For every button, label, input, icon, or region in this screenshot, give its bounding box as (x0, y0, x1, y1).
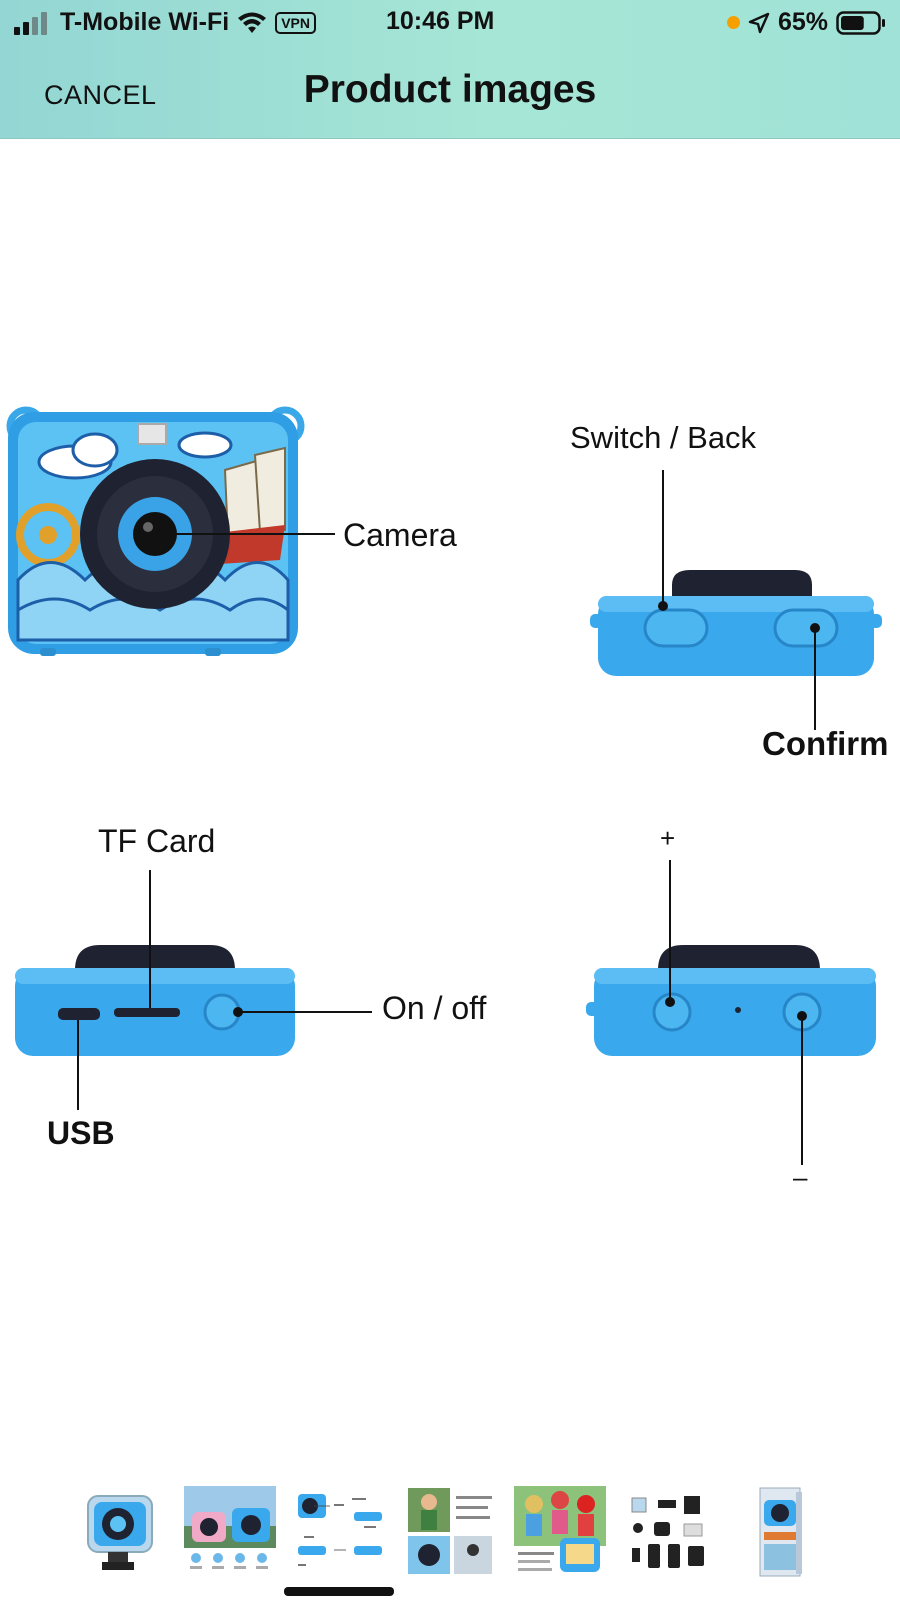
thumbnail-6-image (624, 1486, 716, 1578)
thumbnail-5[interactable] (514, 1486, 606, 1578)
minus-leader-dot (797, 1011, 807, 1021)
camera-front-illustration (6, 406, 305, 656)
thumbnail-2-image (184, 1486, 276, 1578)
on-off-leader-dot (233, 1007, 243, 1017)
camera-top-view-illustration (590, 570, 882, 676)
product-diagram (6, 406, 882, 1165)
nav-bar: CANCEL Product images (0, 60, 900, 130)
thumbnail-4-image (404, 1486, 496, 1578)
thumbnail-7-image (734, 1486, 826, 1578)
wifi-icon (238, 12, 267, 33)
thumbnail-6[interactable] (624, 1486, 716, 1578)
vpn-badge: VPN (275, 11, 316, 34)
thumbnail-1[interactable] (74, 1486, 166, 1578)
signal-icon (14, 11, 47, 35)
minus-label: – (793, 1162, 808, 1192)
tf-card-label: TF Card (98, 823, 216, 859)
confirm-label: Confirm (762, 725, 889, 762)
usb-label: USB (47, 1115, 115, 1151)
thumbnail-5-image (514, 1486, 606, 1578)
camera-side-view-right-illustration (586, 945, 876, 1056)
battery-icon (836, 10, 885, 35)
on-off-label: On / off (382, 990, 487, 1026)
camera-side-view-left-illustration (15, 945, 295, 1056)
header: T-Mobile Wi-Fi VPN 10:46 PM 65% CANCEL P… (0, 0, 900, 139)
page-title: Product images (303, 68, 597, 111)
thumbnail-3-selected[interactable] (294, 1486, 386, 1578)
location-icon (748, 12, 770, 33)
thumbnail-strip (0, 1480, 900, 1600)
plus-leader-dot (665, 997, 675, 1007)
privacy-indicator-dot (726, 16, 740, 29)
status-left: T-Mobile Wi-Fi VPN (14, 8, 316, 37)
thumbnail-1-image (74, 1486, 166, 1578)
product-image-viewer[interactable]: Camera Switch / Back Confirm TF Card On … (0, 140, 900, 1470)
status-bar: T-Mobile Wi-Fi VPN 10:46 PM 65% (0, 0, 900, 44)
camera-label: Camera (343, 517, 457, 553)
status-right: 65% (726, 8, 886, 37)
status-time: 10:46 PM (386, 7, 495, 35)
battery-percent: 65% (777, 8, 828, 36)
thumbnail-7[interactable] (734, 1486, 826, 1578)
home-indicator (284, 1587, 394, 1596)
switch-back-leader-dot (658, 601, 668, 611)
carrier-name: T-Mobile Wi-Fi (60, 8, 230, 36)
confirm-leader-dot (810, 623, 820, 633)
plus-label: + (660, 823, 676, 853)
thumbnail-2[interactable] (184, 1486, 276, 1578)
switch-back-label: Switch / Back (570, 420, 757, 455)
cancel-button[interactable]: CANCEL (44, 80, 157, 110)
thumbnail-4[interactable] (404, 1486, 496, 1578)
thumbnail-3-image (294, 1486, 386, 1578)
